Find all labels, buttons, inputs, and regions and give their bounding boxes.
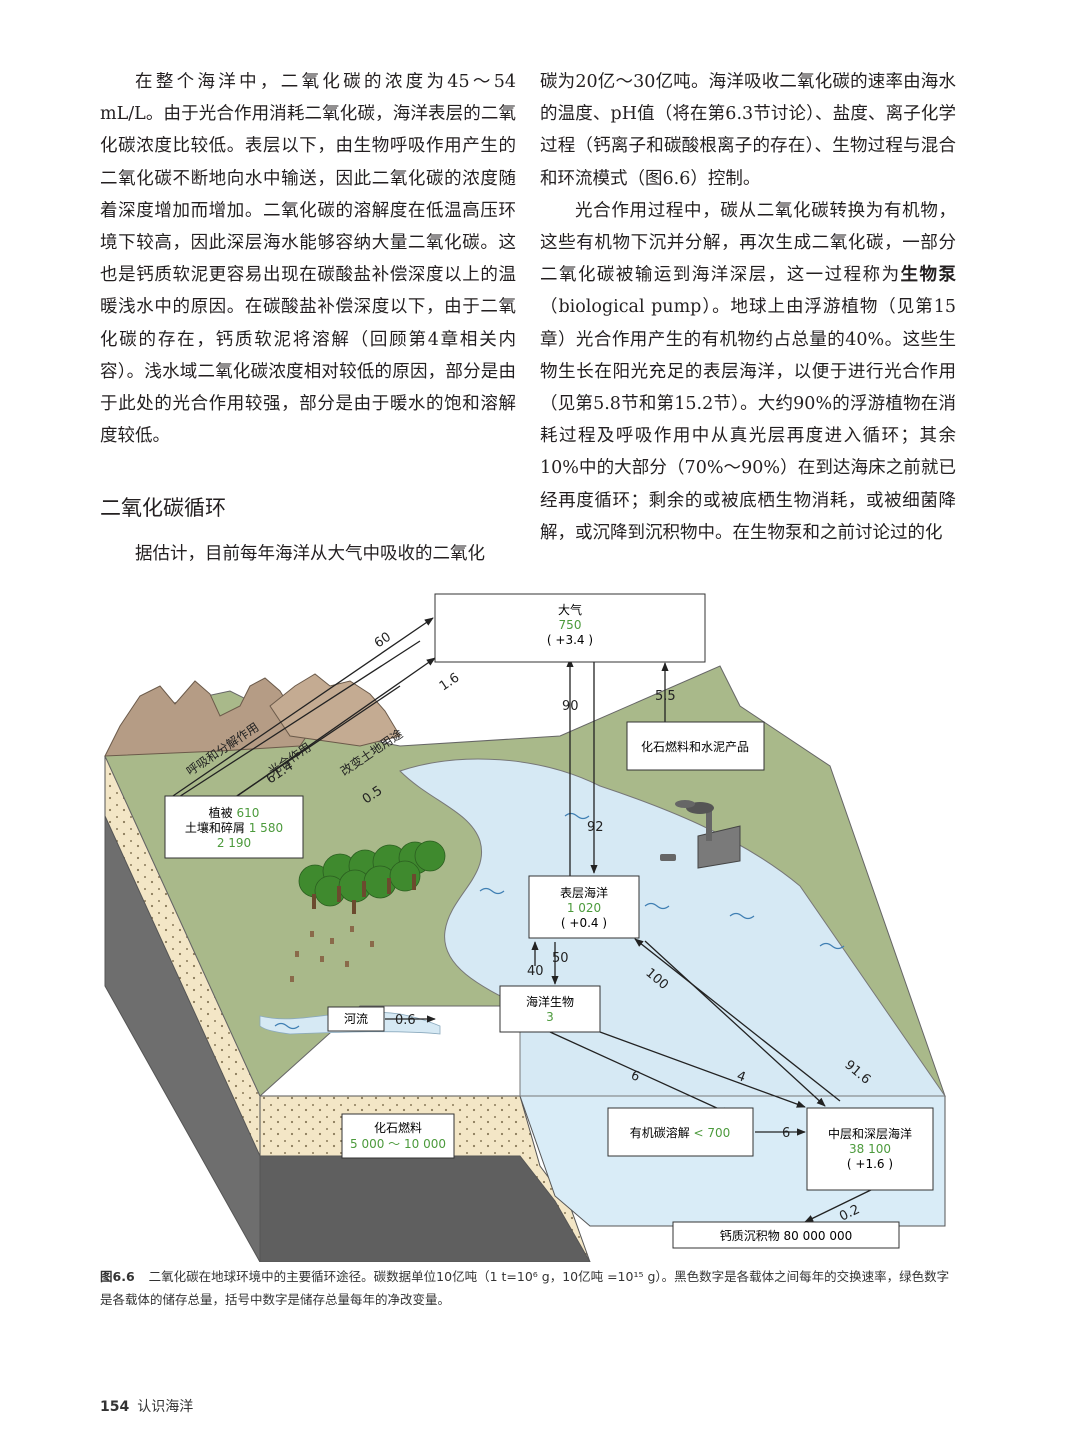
box-line: 有机碳溶解 < 700	[630, 1125, 731, 1140]
box-deep-ocean: 中层和深层海洋 38 100 ( +1.6 )	[806, 1107, 934, 1191]
flow-40: 40	[527, 964, 544, 979]
flow-1-6: 1.6	[437, 670, 463, 694]
box-atmosphere: 大气 750 ( +3.4 )	[434, 593, 706, 663]
flow-0-6: 0.6	[395, 1013, 416, 1028]
box-marine-biota: 海洋生物 3	[499, 985, 601, 1033]
box-name: 有机碳溶解	[630, 1125, 690, 1140]
section-heading: 二氧化碳循环	[100, 496, 226, 521]
flow-arrows	[167, 617, 876, 1223]
box-name: 河流	[344, 1012, 368, 1026]
key-term: 生物泵	[900, 265, 956, 286]
box-surface-ocean: 表层海洋 1 020 ( +0.4 )	[528, 875, 640, 939]
paragraph: 光合作用过程中，碳从二氧化碳转换为有机物，这些有机物下沉并分解，再次生成二氧化碳…	[540, 195, 956, 549]
flow-92: 92	[587, 820, 604, 835]
box-vegetation: 植被 610 土壤和碎屑 1 580 2 190	[164, 795, 304, 859]
box-name: 化石燃料和水泥产品	[641, 739, 749, 754]
page-footer: 154 认识海洋	[100, 1396, 193, 1416]
book-title: 认识海洋	[137, 1399, 194, 1415]
paragraph-text: （biological pump）。地球上由浮游植物（见第15章）光合作用产生的…	[540, 297, 956, 543]
box-name: 海洋生物	[526, 994, 574, 1009]
box-name: 土壤和碎屑	[185, 820, 245, 835]
mountains	[104, 673, 401, 757]
carbon-cycle-figure: 呼吸和分解作用 光合作用 改变土地用途 60 1.6 61.4 0.5 90 9…	[104, 593, 946, 1262]
flow-5-5: 5.5	[655, 689, 676, 704]
factory-icon	[675, 800, 741, 869]
box-total: 2 190	[217, 836, 251, 850]
box-change: ( +3.4 )	[547, 633, 593, 647]
left-column: 在整个海洋中，二氧化碳的浓度为45～54 mL/L。由于光合作用消耗二氧化碳，海…	[100, 66, 516, 571]
box-change: ( +0.4 )	[561, 916, 607, 930]
box-sediments: 钙质沉积物 80 000 000	[672, 1221, 900, 1249]
box-name: 大气	[558, 602, 582, 617]
box-stock: 750	[559, 618, 582, 632]
paragraph: 据估计，目前每年海洋从大气中吸收的二氧化	[135, 544, 485, 565]
box-name: 化石燃料	[374, 1120, 422, 1135]
box-stock: 38 100	[849, 1142, 891, 1156]
box-name: 钙质沉积物 80 000 000	[720, 1229, 853, 1243]
box-stock: 1 020	[567, 901, 601, 915]
box-line: 土壤和碎屑 1 580	[185, 820, 283, 835]
flow-6b: 6	[782, 1126, 790, 1141]
paragraph: 在整个海洋中，二氧化碳的浓度为45～54 mL/L。由于光合作用消耗二氧化碳，海…	[100, 72, 516, 447]
car-icon	[660, 854, 676, 861]
paragraph: 碳为20亿～30亿吨。海洋吸收二氧化碳的速率由海水的温度、pH值（将在第6.3节…	[540, 72, 956, 189]
box-stock: < 700	[694, 1126, 731, 1140]
box-stock: 5 000 ～ 10 000	[350, 1137, 446, 1151]
box-stock: 610	[236, 806, 259, 820]
box-river: 河流	[327, 1006, 385, 1032]
page-number: 154	[100, 1399, 130, 1415]
caption-text: 二氧化碳在地球环境中的主要循环途径。碳数据单位10亿吨（1 t=10⁶ g，10…	[100, 1269, 950, 1307]
right-column: 碳为20亿～30亿吨。海洋吸收二氧化碳的速率由海水的温度、pH值（将在第6.3节…	[540, 66, 956, 549]
forest	[290, 840, 446, 982]
paragraph-text: 光合作用过程中，碳从二氧化碳转换为有机物，这些有机物下沉并分解，再次生成二氧化碳…	[540, 200, 956, 286]
flow-90: 90	[562, 699, 579, 714]
box-name: 表层海洋	[560, 885, 608, 900]
flow-60: 60	[372, 630, 394, 652]
box-fossil-cement: 化石燃料和水泥产品	[626, 721, 765, 771]
box-line: 植被 610	[209, 805, 260, 820]
box-fossil-fuels: 化石燃料 5 000 ～ 10 000	[341, 1113, 455, 1159]
box-stock: 3	[546, 1010, 554, 1024]
box-doc: 有机碳溶解 < 700	[607, 1107, 754, 1157]
box-name: 中层和深层海洋	[828, 1126, 912, 1141]
box-name: 植被	[209, 805, 233, 820]
figure-label: 图6.6	[100, 1269, 135, 1284]
flow-50: 50	[552, 951, 569, 966]
box-stock: 1 580	[249, 821, 283, 835]
box-change: ( +1.6 )	[847, 1157, 893, 1171]
